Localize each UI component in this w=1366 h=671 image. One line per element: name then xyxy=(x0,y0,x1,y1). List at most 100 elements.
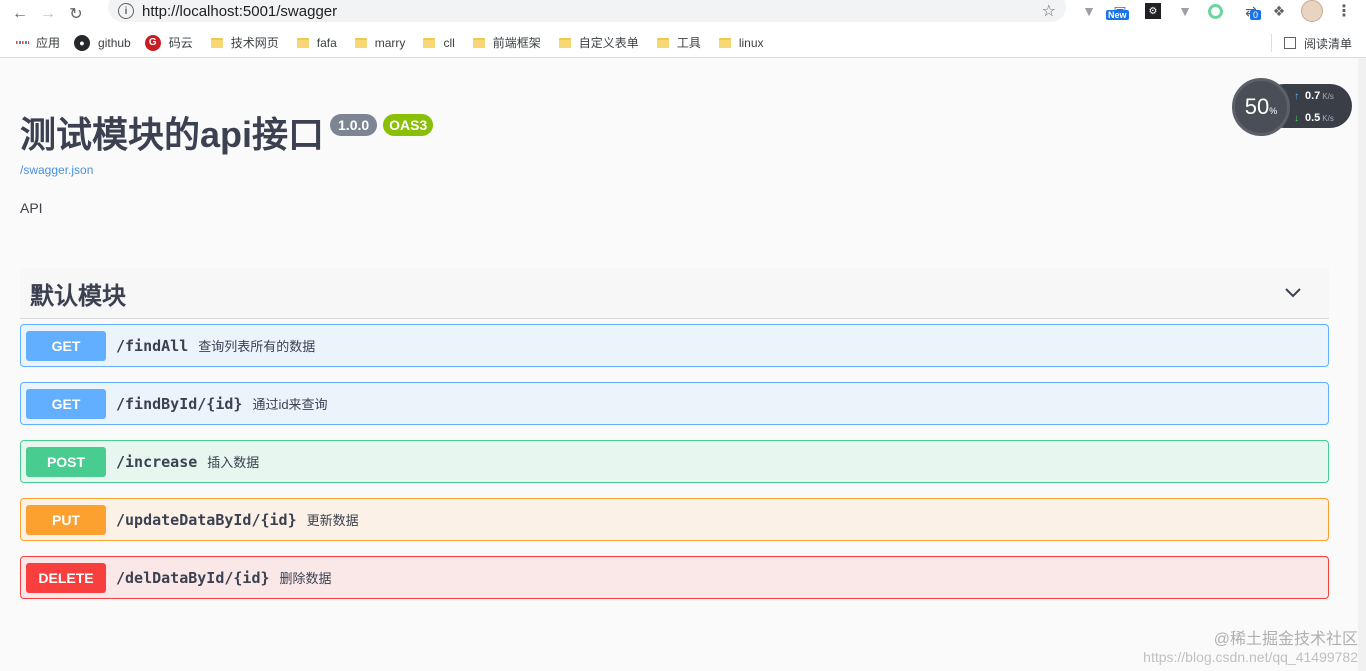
folder-icon xyxy=(558,37,571,48)
bookmark-label: 技术网页 xyxy=(230,36,279,50)
react-devtools-icon[interactable]: ⚙ xyxy=(1144,0,1162,22)
network-speed-widget[interactable]: 50% ↑ 0.7 K/s ↓ 0.5 K/s xyxy=(1232,78,1352,136)
bookmark-folder[interactable]: marry xyxy=(349,31,412,55)
percent-sign: % xyxy=(1269,106,1278,116)
watermark-brand: @稀土掘金技术社区 xyxy=(1213,631,1358,648)
operation-summary: 插入数据 xyxy=(207,455,260,470)
operation-path: /increase xyxy=(116,452,198,471)
folder-icon xyxy=(210,37,223,48)
profile-avatar[interactable] xyxy=(1300,0,1324,22)
speed-unit: K/s xyxy=(1322,113,1334,123)
method-badge: DELETE xyxy=(26,562,106,593)
reading-list-button[interactable]: 阅读清单 xyxy=(1270,31,1352,55)
vue-devtools-icon[interactable]: ▼ xyxy=(1082,3,1096,19)
bookmark-label: cll xyxy=(443,35,455,50)
bookmark-folder[interactable]: 自定义表单 xyxy=(553,31,645,55)
operation-summary: 通过id来查询 xyxy=(252,397,328,412)
sync-count-badge: 0 xyxy=(1250,10,1262,20)
operation-path: /findById/{id} xyxy=(116,394,243,413)
bookmark-folder[interactable]: fafa xyxy=(291,31,343,55)
swagger-json-link[interactable]: /swagger.json xyxy=(20,163,94,177)
reading-list-icon xyxy=(1283,37,1296,49)
operation-post-increase[interactable]: POST /increase 插入数据 xyxy=(20,440,1329,483)
upload-value: 0.7 xyxy=(1305,90,1321,102)
method-badge: PUT xyxy=(26,504,106,535)
scrollbar[interactable] xyxy=(1358,58,1366,671)
github-icon: ● xyxy=(74,34,91,51)
download-arrow-icon: ↓ xyxy=(1294,112,1299,124)
operation-path: /updateDataById/{id} xyxy=(116,510,297,529)
sync-extension-icon[interactable]: ⇄0 xyxy=(1240,0,1262,22)
operation-put-updatedatabyid[interactable]: PUT /updateDataById/{id} 更新数据 xyxy=(20,498,1329,541)
reading-list-label: 阅读清单 xyxy=(1303,36,1352,51)
forward-arrow-icon[interactable]: → xyxy=(40,5,56,22)
upload-speed: ↑ 0.7 K/s xyxy=(1294,90,1334,102)
extension-new-icon[interactable]: ▣New xyxy=(1106,0,1134,22)
operation-summary: 查询列表所有的数据 xyxy=(198,339,316,354)
extensions-puzzle-icon[interactable]: ❖ xyxy=(1272,2,1286,19)
speed-unit: K/s xyxy=(1322,91,1334,101)
menu-kebab-icon[interactable]: ⋮ xyxy=(1336,3,1352,20)
address-bar[interactable]: i http://localhost:5001/swagger ☆ xyxy=(108,0,1066,22)
bookmark-star-icon[interactable]: ☆ xyxy=(1041,3,1056,20)
method-badge: GET xyxy=(26,330,106,361)
page-title: 测试模块的api接口 xyxy=(20,114,325,155)
chevron-down-icon[interactable] xyxy=(1283,282,1303,302)
bookmark-label: linux xyxy=(738,35,764,50)
bookmark-folder[interactable]: cll xyxy=(417,31,460,55)
version-badge: 1.0.0 xyxy=(330,114,378,136)
operation-summary: 更新数据 xyxy=(306,513,359,528)
method-badge: POST xyxy=(26,446,106,477)
site-info-icon[interactable]: i xyxy=(118,3,134,19)
folder-icon xyxy=(472,37,485,48)
address-url[interactable]: http://localhost:5001/swagger xyxy=(142,2,338,20)
operation-get-findall[interactable]: GET /findAll 查询列表所有的数据 xyxy=(20,324,1329,367)
folder-icon xyxy=(354,37,367,48)
upload-arrow-icon: ↑ xyxy=(1294,90,1299,102)
operation-delete-deldatabyid[interactable]: DELETE /delDataById/{id} 删除数据 xyxy=(20,556,1329,599)
speed-dial: 50% xyxy=(1232,78,1290,136)
extension-ring-icon[interactable] xyxy=(1206,0,1224,22)
download-value: 0.5 xyxy=(1305,112,1321,124)
folder-icon xyxy=(423,37,436,48)
bookmark-folder[interactable]: 前端框架 xyxy=(467,31,547,55)
bookmark-label: 码云 xyxy=(168,36,193,50)
bookmark-label: 自定义表单 xyxy=(578,36,639,50)
folder-icon xyxy=(718,37,731,48)
bookmark-label: marry xyxy=(374,35,406,50)
api-info: 测试模块的api接口 1.0.0 OAS3 xyxy=(20,112,434,158)
new-badge: New xyxy=(1106,10,1129,20)
bookmark-folder[interactable]: linux xyxy=(713,31,770,55)
bookmark-apps[interactable]: 应用 xyxy=(10,31,66,55)
bookmark-folder[interactable]: 工具 xyxy=(651,31,707,55)
operation-get-findbyid[interactable]: GET /findById/{id} 通过id来查询 xyxy=(20,382,1329,425)
bookmark-label: 应用 xyxy=(36,36,61,50)
folder-icon xyxy=(296,37,309,48)
bookmark-label: 前端框架 xyxy=(492,36,541,50)
tag-title: 默认模块 xyxy=(30,282,126,310)
operation-path: /findAll xyxy=(116,336,189,355)
bookmark-label: fafa xyxy=(316,35,337,50)
reload-icon[interactable]: ↻ xyxy=(69,6,83,23)
watermark: @稀土掘金技术社区 https://blog.csdn.net/qq_41499… xyxy=(1143,625,1358,665)
download-speed: ↓ 0.5 K/s xyxy=(1294,112,1334,124)
method-badge: GET xyxy=(26,388,106,419)
back-arrow-icon[interactable]: ← xyxy=(12,5,28,22)
bookmark-folder[interactable]: 技术网页 xyxy=(205,31,285,55)
watermark-url: https://blog.csdn.net/qq_41499782 xyxy=(1143,649,1358,665)
bookmark-label: 工具 xyxy=(676,36,701,50)
operation-summary: 删除数据 xyxy=(279,571,332,586)
vue-devtools-gray-icon[interactable]: ▼ xyxy=(1178,3,1192,19)
api-description: API xyxy=(20,200,43,216)
folder-icon xyxy=(656,37,669,48)
operation-path: /delDataById/{id} xyxy=(116,568,270,587)
bookmark-gitee[interactable]: G 码云 xyxy=(139,31,199,55)
browser-toolbar: ← → ↻ i http://localhost:5001/swagger ☆ … xyxy=(0,0,1366,28)
bookmark-label: github xyxy=(98,35,131,50)
apps-icon xyxy=(16,37,28,49)
speed-percent: 50 xyxy=(1244,94,1270,119)
bookmark-github[interactable]: ● github xyxy=(68,31,137,55)
tag-header[interactable]: 默认模块 xyxy=(20,268,1329,319)
divider xyxy=(1270,34,1272,52)
oas-badge: OAS3 xyxy=(383,114,434,136)
